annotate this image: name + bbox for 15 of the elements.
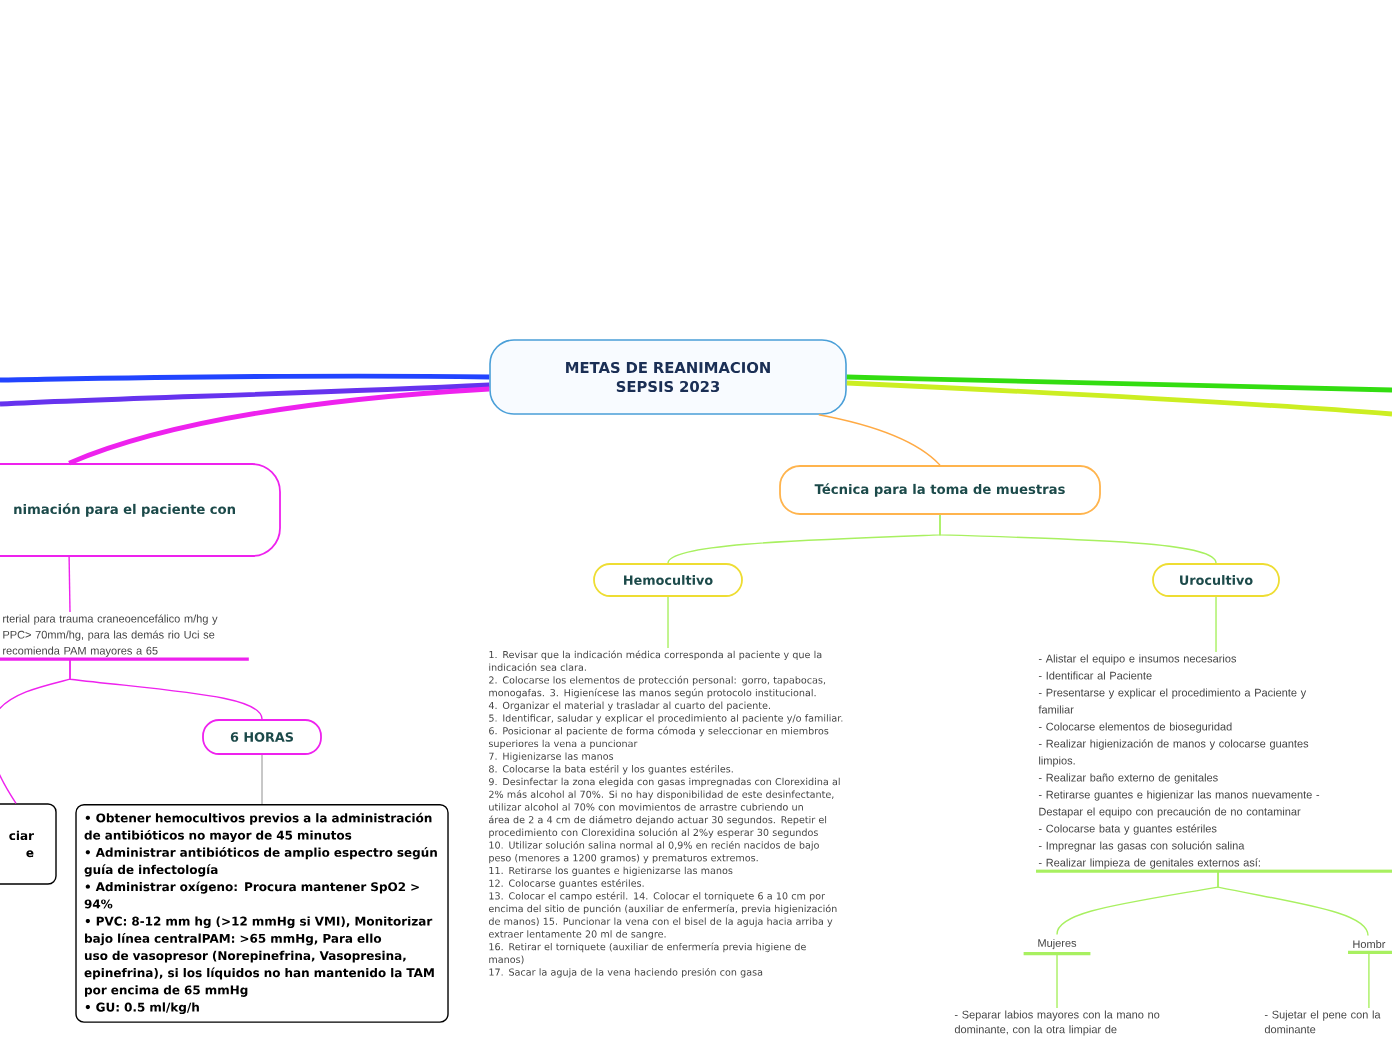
connector-line <box>0 373 490 383</box>
connector-line <box>846 374 1392 393</box>
connector-line <box>1056 952 1058 1009</box>
connector-line <box>667 596 669 649</box>
connector-line <box>818 414 941 466</box>
connector-line <box>1215 596 1217 653</box>
connector-line <box>68 556 71 613</box>
connector-line <box>1368 951 1370 1009</box>
connector-line <box>0 382 490 407</box>
connector-line <box>846 380 1392 417</box>
connector-line <box>69 658 263 720</box>
connector-line <box>68 386 490 466</box>
connector-line <box>939 514 1217 564</box>
connector-line <box>1217 870 1369 937</box>
connector-line <box>261 754 263 805</box>
